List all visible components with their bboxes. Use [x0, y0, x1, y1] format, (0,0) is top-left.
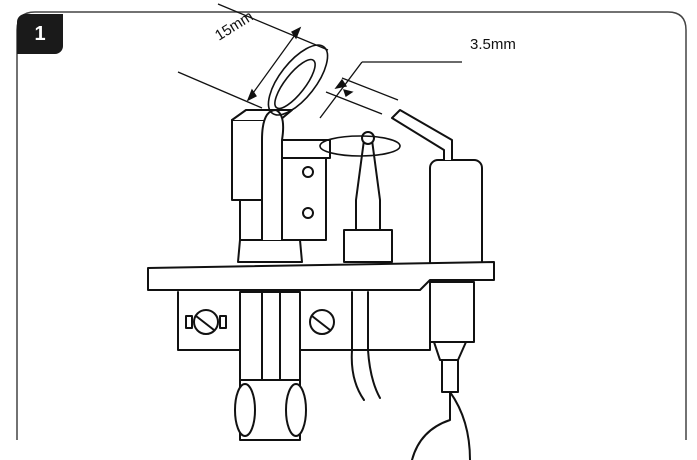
electrode-gap-label: 3.5mm	[470, 36, 516, 53]
middle-screw	[309, 309, 335, 335]
pilot-flame	[267, 44, 329, 116]
gap-dimension	[319, 61, 462, 119]
pilot-bracket	[279, 144, 327, 241]
thermocouple-sleeve	[429, 159, 483, 279]
gas-supply-tube	[239, 291, 301, 381]
ignition-electrode	[355, 139, 381, 231]
flame-length-dimension	[177, 3, 329, 109]
left-screw	[185, 309, 227, 335]
thermocouple	[261, 109, 285, 241]
spark-connector	[433, 341, 467, 361]
main-plate	[147, 261, 495, 291]
electrode-lead	[350, 291, 381, 401]
step-badge: 1	[17, 14, 63, 54]
